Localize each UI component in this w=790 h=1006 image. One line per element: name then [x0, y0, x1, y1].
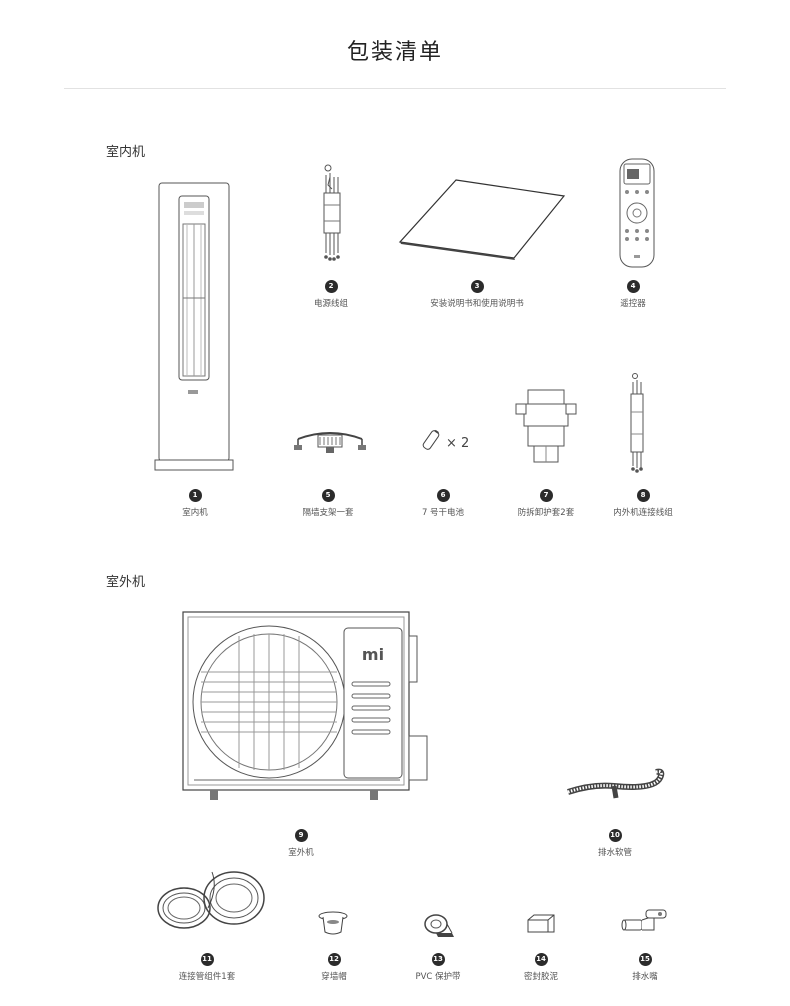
item-label: 电源线组 — [313, 299, 348, 309]
item-number-badge: 15 — [638, 953, 652, 966]
anti-removal-cover-illustration — [515, 389, 577, 463]
connecting-pipe-illustration — [157, 871, 265, 929]
item-anti-removal-cover: 7 防拆卸护套2套 — [486, 489, 606, 518]
item-number-badge: 7 — [539, 489, 553, 502]
item-label: 排水软管 — [597, 848, 632, 858]
item-label: 排水嘴 — [632, 972, 658, 982]
item-number-badge: 8 — [636, 489, 650, 502]
item-wall-bracket: 5 隔墙支架一套 — [268, 489, 388, 518]
item-connecting-pipe: 11 连接管组件1套 — [147, 953, 267, 982]
item-number-badge: 2 — [324, 280, 338, 293]
item-label: 连接管组件1套 — [178, 972, 236, 982]
power-cable-illustration — [323, 164, 341, 261]
pvc-tape-illustration — [424, 914, 454, 937]
item-number-badge: 3 — [470, 280, 484, 293]
item-label: 穿墙帽 — [321, 972, 347, 982]
wall-cap-illustration — [318, 911, 348, 935]
indoor-unit-illustration — [154, 182, 234, 471]
item-label: 室外机 — [288, 848, 314, 858]
item-wall-cap: 12 穿墙帽 — [274, 953, 394, 982]
item-remote-control: 4 遥控器 — [573, 280, 693, 309]
item-number-badge: 11 — [200, 953, 214, 966]
connecting-cable-illustration — [630, 373, 644, 473]
item-label: PVC 保护带 — [415, 972, 461, 982]
title-divider — [64, 88, 726, 89]
item-label: 安装说明书和使用说明书 — [430, 299, 524, 309]
item-number-badge: 10 — [608, 829, 622, 842]
item-pvc-tape: 13 PVC 保护带 — [378, 953, 498, 982]
item-number-badge: 13 — [431, 953, 445, 966]
item-power-cable: 2 电源线组 — [271, 280, 391, 309]
item-label: 隔墙支架一套 — [302, 508, 354, 518]
item-label: 7 号干电池 — [421, 508, 465, 518]
item-manuals: 3 安装说明书和使用说明书 — [417, 280, 537, 309]
item-drain-nozzle: 15 排水嘴 — [585, 953, 705, 982]
item-number-badge: 9 — [294, 829, 308, 842]
drain-hose-illustration — [567, 768, 665, 799]
item-number-badge: 14 — [534, 953, 548, 966]
item-indoor-unit: 1 室内机 — [135, 489, 255, 518]
item-label: 遥控器 — [620, 299, 646, 309]
item-label: 室内机 — [182, 508, 208, 518]
item-label: 防拆卸护套2套 — [517, 508, 575, 518]
remote-control-illustration — [619, 158, 655, 268]
drain-nozzle-illustration — [621, 909, 667, 931]
item-batteries: 6 7 号干电池 — [383, 489, 503, 518]
item-number-badge: 6 — [436, 489, 450, 502]
sealing-putty-illustration — [527, 914, 555, 933]
item-label: 内外机连接线组 — [613, 508, 673, 518]
outdoor-section-heading: 室外机 — [106, 575, 146, 590]
svg-text:mi: mi — [362, 645, 384, 664]
battery-quantity: × 2 — [446, 436, 470, 451]
battery-illustration — [422, 429, 440, 450]
wall-bracket-illustration — [294, 432, 366, 453]
item-number-badge: 5 — [321, 489, 335, 502]
outdoor-unit-illustration: mi — [182, 611, 428, 800]
item-connecting-cable: 8 内外机连接线组 — [583, 489, 703, 518]
item-number-badge: 4 — [626, 280, 640, 293]
item-outdoor-unit: 9 室外机 — [241, 829, 361, 858]
item-sealing-putty: 14 密封胶泥 — [481, 953, 601, 982]
item-number-badge: 12 — [327, 953, 341, 966]
manual-illustration — [398, 179, 566, 260]
page-title: 包装清单 — [346, 40, 443, 65]
indoor-section-heading: 室内机 — [106, 145, 146, 160]
item-drain-hose: 10 排水软管 — [555, 829, 675, 858]
item-label: 密封胶泥 — [523, 972, 558, 982]
item-number-badge: 1 — [188, 489, 202, 502]
